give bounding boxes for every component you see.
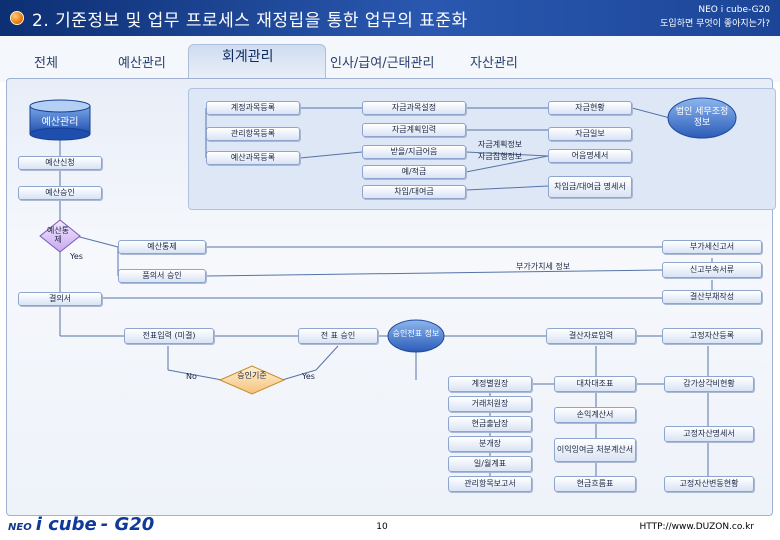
yes-label-top: Yes (70, 252, 83, 261)
fixed-asset-detail-box[interactable]: 고정자산명세서 (664, 426, 754, 442)
product-logo: NEO i cube - G20 (8, 514, 154, 536)
tab-bar (0, 36, 780, 82)
settlement-entry-box[interactable]: 결산자료입력 (546, 328, 636, 344)
cash-flow-box[interactable]: 현금흐름표 (554, 476, 636, 492)
customer-ledger-box[interactable]: 거래처원장 (448, 396, 532, 412)
tab-budget[interactable]: 예산관리 (118, 56, 166, 71)
logo-neo: NEO (8, 522, 32, 533)
daily-monthly-box[interactable]: 일/월계표 (448, 456, 532, 472)
budget-db-label: 예산관리 (41, 117, 79, 128)
deposit-withdraw-box[interactable]: 예/적금 (362, 165, 466, 179)
resolution-approval-box[interactable]: 품의서 승인 (118, 269, 206, 283)
budget-decision-label: 예산통제 (46, 226, 70, 244)
fund-status-box[interactable]: 자금현황 (548, 101, 632, 115)
account-register-box[interactable]: 계정과목등록 (206, 101, 300, 115)
tax-info-label: 법인 세무조정 정보 (675, 107, 729, 128)
voucher-info-ellipse (387, 319, 445, 353)
no-label: No (186, 372, 197, 381)
receipt-payment-box[interactable]: 받을/지급어음 (362, 145, 466, 159)
report-attach-box[interactable]: 신고부속서류 (662, 262, 762, 278)
vat-report-box[interactable]: 부가세신고서 (662, 240, 762, 254)
yes-label-bottom: Yes (302, 372, 315, 381)
active-tab-band (188, 44, 326, 78)
voucher-approval-box[interactable]: 전 표 승인 (298, 328, 378, 344)
borrow-lend-box[interactable]: 차입/대여금 (362, 185, 466, 199)
mgmt-item-register-box[interactable]: 관리항목등록 (206, 127, 300, 141)
retained-earnings-box[interactable]: 이익잉여금 처분계산서 (554, 438, 636, 462)
resolution-box[interactable]: 결의서 (18, 292, 102, 306)
budget-request-box[interactable]: 예산신청 (18, 156, 102, 170)
tax-info-ellipse (667, 97, 737, 139)
fixed-asset-change-box[interactable]: 고정자산변동현황 (664, 476, 754, 492)
loan-detail-box[interactable]: 차입금/대여금 명세서 (548, 176, 632, 198)
page-title: 2. 기준정보 및 업무 프로세스 재정립을 통한 업무의 표준화 (32, 11, 468, 31)
budget-control-box[interactable]: 예산통제 (118, 240, 206, 254)
mgmt-report-box[interactable]: 관리항목보고서 (448, 476, 532, 492)
approval-decision-label: 승인기준 (237, 371, 267, 380)
budget-db-icon (29, 99, 91, 141)
approval-decision-diamond (218, 365, 286, 395)
logo-icube: i cube (35, 514, 97, 535)
fund-account-setup-box[interactable]: 자금과목설정 (362, 101, 466, 115)
fund-exec-info-label: 자금집행정보 (478, 152, 523, 161)
page-number: 10 (376, 522, 388, 532)
tab-accounting[interactable]: 회계관리 (222, 49, 274, 65)
brand-tagline: NEO i cube-G20 도입하면 무엇이 좋아지는가? (660, 3, 770, 31)
depreciation-box[interactable]: 감가상각비현황 (664, 376, 754, 392)
tab-all[interactable]: 전체 (34, 56, 58, 71)
income-statement-box[interactable]: 손익계산서 (554, 407, 636, 423)
fund-daily-box[interactable]: 자금일보 (548, 127, 632, 141)
title-bar: 2. 기준정보 및 업무 프로세스 재정립을 통한 업무의 표준화 NEO i … (0, 0, 780, 36)
footer-url[interactable]: HTTP://www.DUZON.co.kr (639, 522, 754, 532)
vat-info-label: 부가가치세 정보 (516, 262, 571, 271)
tab-hr-payroll[interactable]: 인사/급여/근태관리 (330, 56, 435, 71)
bill-detail-box[interactable]: 어음명세서 (548, 149, 632, 163)
tab-asset[interactable]: 자산관리 (470, 56, 518, 71)
fund-plan-info-label: 자금계획정보 (478, 140, 523, 149)
brand-name: NEO i cube-G20 (698, 5, 770, 15)
budget-approval-box[interactable]: 예산승인 (18, 186, 102, 200)
budget-account-register-box[interactable]: 예산과목등록 (206, 151, 300, 165)
brand-question: 도입하면 무엇이 좋아지는가? (660, 19, 770, 29)
journal-box[interactable]: 분개장 (448, 436, 532, 452)
fixed-asset-register-box[interactable]: 고정자산등록 (662, 328, 762, 344)
account-ledger-box[interactable]: 계정별원장 (448, 376, 532, 392)
voucher-info-label: 승인전표 정보 (392, 329, 440, 338)
fund-plan-entry-box[interactable]: 자금계획입력 (362, 123, 466, 137)
bullet-icon (10, 11, 24, 25)
budget-decision-diamond (39, 219, 81, 253)
voucher-entry-box[interactable]: 전표입력 (미결) (124, 328, 214, 344)
cash-book-box[interactable]: 현금출납장 (448, 416, 532, 432)
settlement-docs-box[interactable]: 결산부채작성 (662, 290, 762, 304)
logo-g20: - G20 (100, 514, 155, 535)
balance-sheet-box[interactable]: 대차대조표 (554, 376, 636, 392)
